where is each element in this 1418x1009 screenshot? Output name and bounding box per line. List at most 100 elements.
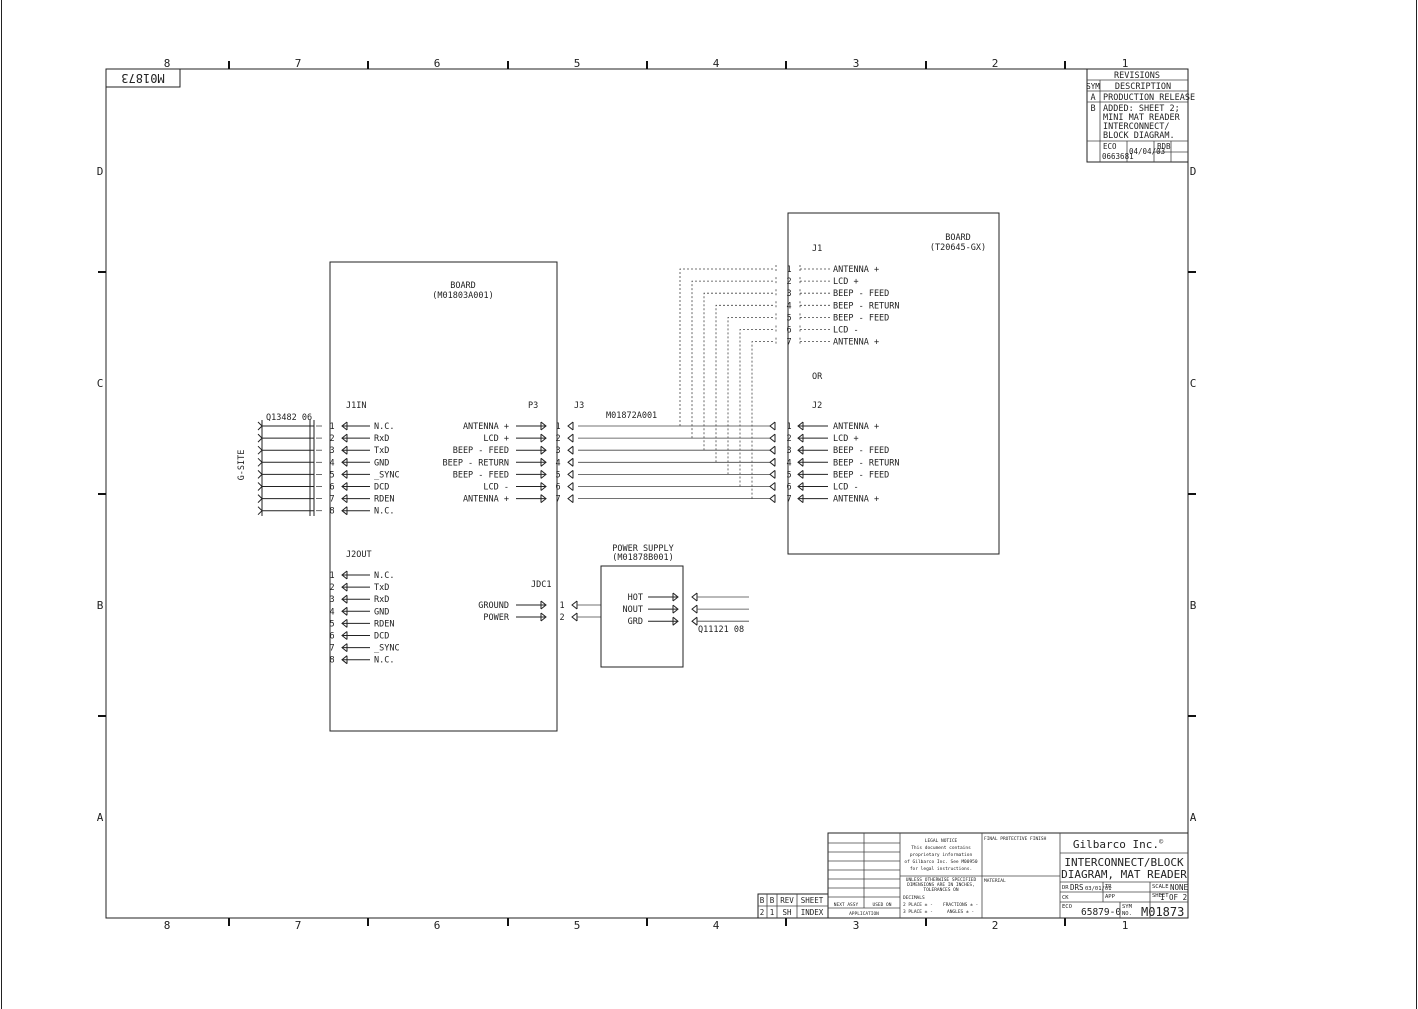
revision-desc-a: PRODUCTION RELEASE bbox=[1103, 93, 1195, 103]
tol-line-3: TOLERANCES ON bbox=[923, 887, 959, 893]
legal-notice-title: LEGAL NOTICE bbox=[925, 838, 958, 844]
j3-pin-4: 4 bbox=[555, 458, 560, 468]
board-t20645-title: BOARD bbox=[945, 233, 971, 243]
p3-signal-2: LCD + bbox=[483, 434, 509, 444]
revision-date: 04/04/03 bbox=[1129, 147, 1165, 156]
zone-marks bbox=[98, 61, 1196, 926]
j1-pin-3: 3 bbox=[786, 289, 791, 299]
revision-desc-b-line1: ADDED: SHEET 2; bbox=[1103, 104, 1180, 114]
rev-index-sheet: SHEET bbox=[801, 896, 824, 905]
jdc1-signal-2: POWER bbox=[483, 613, 509, 623]
final-finish-label: FINAL PROTECTIVE FINISH bbox=[984, 836, 1047, 842]
board-t20645-part: (T20645-GX) bbox=[930, 243, 986, 253]
j1-signal-6: LCD - bbox=[833, 326, 859, 336]
zone-bot-5: 5 bbox=[574, 919, 581, 932]
j1in-label: J1IN bbox=[346, 401, 366, 411]
j2out-signal-6: DCD bbox=[374, 632, 389, 642]
j2out-pin-1: 1 bbox=[329, 571, 334, 581]
jdc1-label: JDC1 bbox=[531, 580, 551, 590]
no-label: NO. bbox=[1122, 911, 1132, 917]
j1in-pin-6: 6 bbox=[329, 483, 334, 493]
revision-eco-number: 0663681 bbox=[1102, 152, 1134, 161]
j2-signal-6: LCD - bbox=[833, 483, 859, 493]
j2-pin-7: 7 bbox=[786, 495, 791, 505]
j2out-pin-3: 3 bbox=[329, 595, 334, 605]
j3-pin-1: 1 bbox=[555, 422, 560, 432]
j2out-signal-1: N.C. bbox=[374, 571, 394, 581]
j1in-signal-1: N.C. bbox=[374, 422, 394, 432]
power-supply-box bbox=[600, 565, 684, 668]
material-label: MATERIAL bbox=[984, 878, 1006, 884]
revisions-table bbox=[1086, 68, 1189, 163]
scale-label: SCALE bbox=[1152, 884, 1169, 890]
ck-label: CK bbox=[1062, 895, 1069, 901]
drawing-number: M01873 bbox=[1141, 905, 1184, 919]
zone-bot-2: 2 bbox=[992, 919, 999, 932]
title-line-1: INTERCONNECT/BLOCK bbox=[1064, 856, 1184, 869]
application-label: APPLICATION bbox=[849, 911, 879, 917]
next-assy-label: NEXT ASSY bbox=[834, 902, 859, 908]
board-t20645 bbox=[787, 212, 1000, 555]
legal-line-4: for legal instructions. bbox=[910, 866, 972, 872]
zone-bot-3: 3 bbox=[853, 919, 860, 932]
revisions-header: REVISIONS bbox=[1114, 71, 1160, 81]
j2-pin-4: 4 bbox=[786, 458, 791, 468]
drawn-by: DRS bbox=[1070, 883, 1084, 892]
j1-signal-3: BEEP - FEED bbox=[833, 289, 889, 299]
j1-signal-7: ANTENNA + bbox=[833, 338, 879, 348]
rev-index-rev: REV bbox=[780, 896, 794, 905]
board-main-title: BOARD bbox=[450, 281, 476, 291]
j1in-pin-5: 5 bbox=[329, 470, 334, 480]
zone-top-6: 6 bbox=[434, 57, 441, 70]
cable-m01872-label: M01872A001 bbox=[606, 411, 657, 421]
j1in-signal-2: RxD bbox=[374, 434, 389, 444]
j1in-signal-6: DCD bbox=[374, 483, 389, 493]
rev-index-b2: B bbox=[770, 896, 775, 905]
j3-pin-7: 7 bbox=[555, 495, 560, 505]
j2out-pin-8: 8 bbox=[329, 656, 334, 666]
zone-left-d: D bbox=[97, 165, 104, 178]
ps-pin-grd: GRD bbox=[628, 617, 643, 627]
board-main-part: (M01803A001) bbox=[432, 291, 493, 301]
j1-pin-1: 1 bbox=[786, 265, 791, 275]
zone-bot-7: 7 bbox=[295, 919, 302, 932]
place-2-label: 2 PLACE ± - bbox=[903, 902, 933, 908]
p3-signal-5: BEEP - FEED bbox=[453, 470, 509, 480]
decimals-label: DECIMALS bbox=[903, 895, 925, 901]
j2out-signal-5: RDEN bbox=[374, 619, 394, 629]
board-main bbox=[329, 261, 558, 732]
j1in-signal-4: GND bbox=[374, 458, 389, 468]
j1in-pin-4: 4 bbox=[329, 458, 334, 468]
j2-pin-6: 6 bbox=[786, 483, 791, 493]
j2-pin-3: 3 bbox=[786, 446, 791, 456]
or-label: OR bbox=[812, 372, 823, 382]
j2-signal-1: ANTENNA + bbox=[833, 422, 879, 432]
revisions-col-sym: SYM bbox=[1086, 82, 1100, 91]
j1in-pin-3: 3 bbox=[329, 446, 334, 456]
j1-signal-5: BEEP - FEED bbox=[833, 313, 889, 323]
j1-pin-4: 4 bbox=[786, 301, 791, 311]
tol-line-2: DIMENSIONS ARE IN INCHES, bbox=[907, 882, 975, 888]
jdc1-signal-1: GROUND bbox=[478, 601, 509, 611]
tr-label: TR bbox=[1105, 884, 1112, 890]
zone-top-2: 2 bbox=[992, 57, 999, 70]
sheet-label: SHEET bbox=[1152, 893, 1169, 899]
j2out-signal-8: N.C. bbox=[374, 656, 394, 666]
j1in-signal-7: RDEN bbox=[374, 495, 394, 505]
j3-pin-5: 5 bbox=[555, 470, 560, 480]
j2out-pin-5: 5 bbox=[329, 619, 334, 629]
power-supply-part: (M01878B001) bbox=[612, 553, 673, 563]
revision-sym-a: A bbox=[1090, 93, 1095, 103]
drawing-frame bbox=[105, 68, 1189, 919]
j2out-signal-4: GND bbox=[374, 607, 389, 617]
j2-signal-2: LCD + bbox=[833, 434, 859, 444]
j1-pin-5: 5 bbox=[786, 313, 791, 323]
zone-top-5: 5 bbox=[574, 57, 581, 70]
j2-pin-5: 5 bbox=[786, 470, 791, 480]
j1-signal-2: LCD + bbox=[833, 277, 859, 287]
p3-label: P3 bbox=[528, 401, 538, 411]
j2out-signal-7: _SYNC bbox=[374, 644, 400, 654]
revision-desc-b-line3: INTERCONNECT/ bbox=[1103, 122, 1170, 132]
p3-signal-3: BEEP - FEED bbox=[453, 446, 509, 456]
